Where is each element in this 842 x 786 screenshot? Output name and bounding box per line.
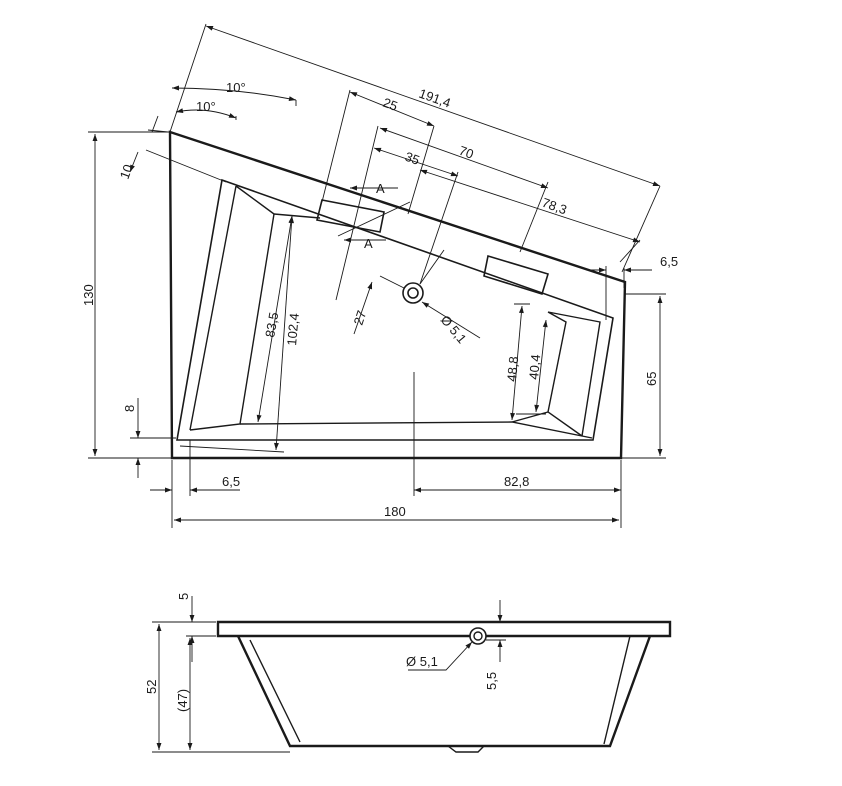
side-view: 5 52 (47) Ø 5,1 5,5 [144, 593, 672, 753]
dim-70-label: 70 [457, 143, 476, 162]
drain-inner [407, 287, 419, 299]
side-dim-5-5-label: 5,5 [484, 672, 499, 690]
dim-8-label: 8 [122, 405, 137, 412]
dim-35-label: 35 [403, 149, 422, 168]
side-body [236, 635, 652, 748]
dim-angle-inner-label: 10° [196, 99, 216, 114]
dim-180-label: 180 [384, 504, 406, 519]
bathtub-outer-outline [168, 130, 627, 460]
drain-outer [402, 282, 424, 304]
dim-130-label: 130 [81, 284, 96, 306]
side-drain-outlet [447, 745, 485, 753]
plan-view: A A 191,4 10° 10° 25 35 70 78,3 10 [81, 23, 678, 528]
headrest-pad-left [316, 199, 385, 233]
basin-left-slope [189, 185, 275, 431]
dim-angle-outer-label: 10° [226, 80, 246, 95]
headrest-pad-right [483, 254, 549, 296]
dim-65-label: 65 [644, 372, 659, 386]
dim-102-4-label: 102,4 [284, 313, 302, 347]
bathtub-inner-rim [176, 178, 614, 441]
dim-10-label: 10 [117, 162, 136, 181]
dim-6-5-right-label: 6,5 [660, 254, 678, 269]
side-dim-52-label: 52 [144, 680, 159, 694]
dim-82-8-label: 82,8 [504, 474, 529, 489]
dim-78-3-label: 78,3 [540, 195, 569, 218]
side-dim-overflow-diameter-label: Ø 5,1 [406, 654, 438, 669]
side-dim-5-label: 5 [176, 593, 191, 600]
dim-48-8-label: 48,8 [504, 356, 521, 383]
dim-6-5-bottom-label: 6,5 [222, 474, 240, 489]
basin-right-slope [547, 311, 601, 437]
section-marker-a-bottom: A [364, 236, 373, 251]
dim-drain-diameter-label: Ø 5,1 [438, 312, 470, 346]
section-marker-a-top: A [376, 181, 385, 196]
side-body-inner [249, 635, 631, 745]
dim-25-label: 25 [381, 95, 400, 114]
side-overflow-inner [473, 631, 483, 641]
dim-83-5-label: 83,5 [262, 311, 281, 339]
side-overflow-outer [469, 627, 487, 645]
dim-40-4-label: 40,4 [526, 354, 543, 381]
dim-27-label: 27 [351, 309, 370, 327]
side-rim [216, 620, 672, 638]
side-dim-47-label: (47) [175, 689, 190, 712]
